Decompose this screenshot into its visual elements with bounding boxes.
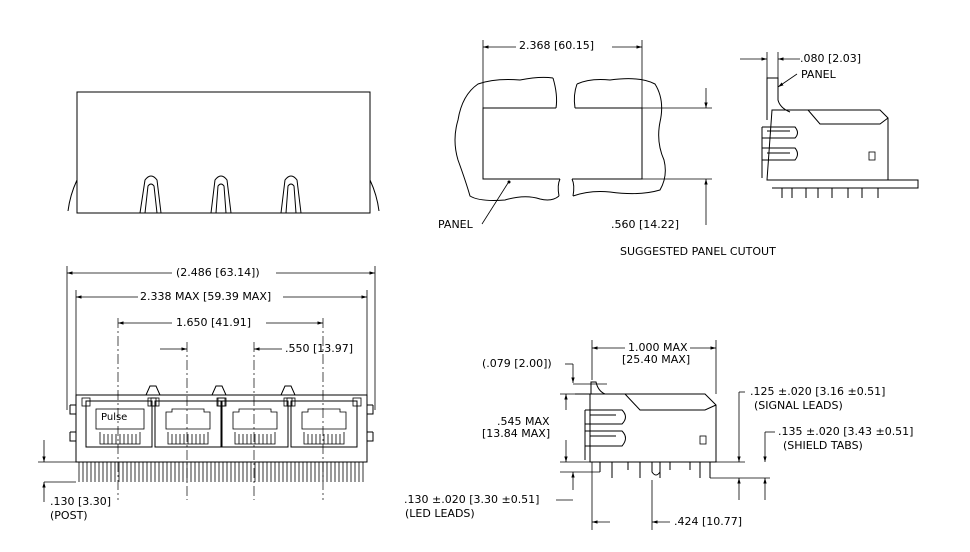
- cutout-height-label: .560 [14.22]: [611, 218, 680, 231]
- offset-079-label: (.079 [2.00]): [482, 357, 552, 370]
- panel-cutout-view: [454, 40, 712, 225]
- shield-tabs-note: (SHIELD TABS): [783, 439, 863, 452]
- cutout-width-label: 2.368 [60.15]: [519, 39, 595, 52]
- top-view: [67, 91, 380, 214]
- panel-thickness-label: .080 [2.03]: [800, 52, 862, 65]
- height-label-1: .545 MAX: [497, 415, 550, 428]
- panel-front-label: PANEL: [438, 218, 473, 231]
- height-label-2: [13.84 MAX]: [482, 427, 551, 440]
- jack-port-3: [217, 397, 293, 448]
- panel-side-label: PANEL: [801, 68, 836, 81]
- overall-width-label: (2.486 [63.14]): [176, 266, 260, 279]
- signal-leads-dim: .125 ±.020 [3.16 ±0.51]: [750, 385, 886, 398]
- post-note: (POST): [50, 509, 88, 522]
- side-view-pins: [781, 188, 879, 198]
- side-view-top: [740, 52, 919, 198]
- outer-pitch-label: 1.650 [41.91]: [176, 316, 252, 329]
- cutout-caption: SUGGESTED PANEL CUTOUT: [620, 245, 776, 258]
- jack-port-2: [150, 397, 226, 448]
- depth-label-1: 1.000 MAX: [628, 341, 688, 354]
- depth-label-2: [25.40 MAX]: [622, 353, 691, 366]
- body-width-label: 2.338 MAX [59.39 MAX]: [140, 290, 272, 303]
- shield-tabs-dim: .135 ±.020 [3.43 ±0.51]: [778, 425, 914, 438]
- front-view: [38, 266, 376, 502]
- jack-port-4: [286, 397, 362, 448]
- top-view-tabs: [139, 175, 302, 214]
- signal-leads-note: (SIGNAL LEADS): [754, 399, 843, 412]
- side-view-bottom: [556, 340, 775, 530]
- post-length-label: .130 [3.30]: [50, 495, 112, 508]
- jack-port-1: [81, 397, 157, 448]
- port-pitch-label: .550 [13.97]: [285, 342, 354, 355]
- lead-offset-label: .424 [10.77]: [674, 515, 743, 528]
- front-pins: [78, 462, 364, 482]
- brand-logo: Pulse: [101, 412, 128, 423]
- led-leads-dim: .130 ±.020 [3.30 ±0.51]: [404, 493, 540, 506]
- led-leads-note: (LED LEADS): [405, 507, 475, 520]
